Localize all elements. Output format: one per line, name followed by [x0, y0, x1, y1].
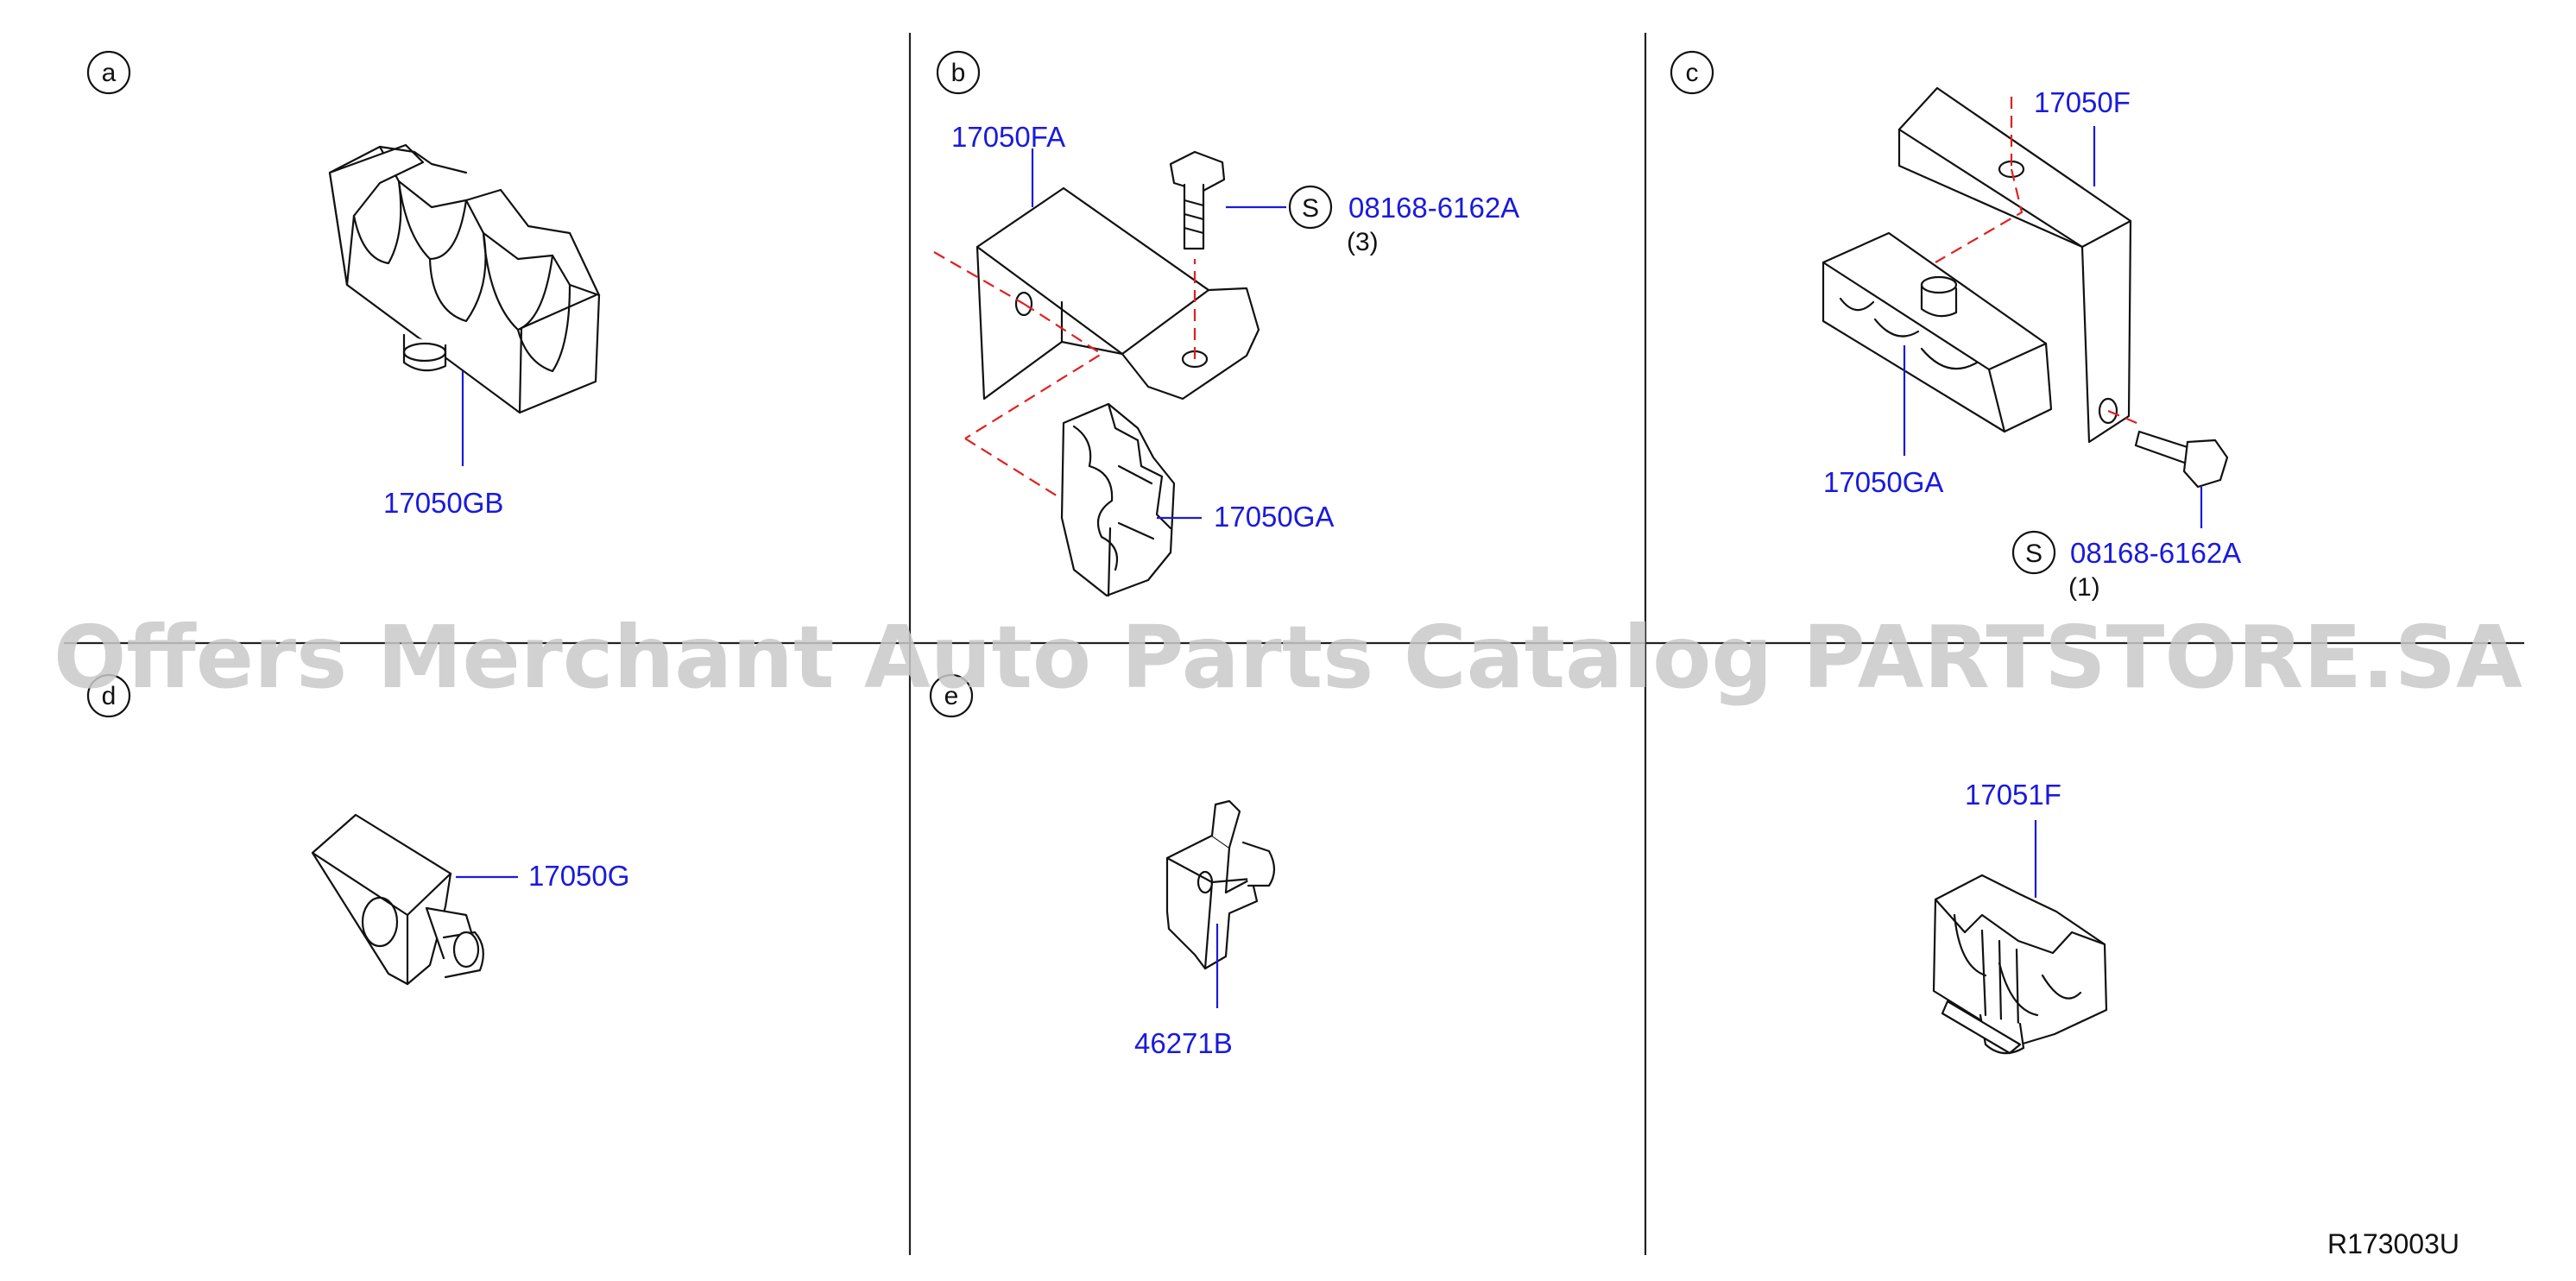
bolt-drawing: [1169, 150, 1226, 250]
section-letter: b: [951, 59, 966, 87]
bracket-17050F-drawing: [1897, 86, 2142, 444]
bracket-17050FA-drawing: [933, 186, 1260, 500]
section-letter-circle: [936, 50, 981, 95]
standard-part-symbol-circle: [1288, 185, 1333, 230]
section-a: a 17050GB: [86, 50, 601, 519]
clip-17050GA-b-drawing: [1060, 402, 1176, 597]
section-letter: a: [102, 59, 117, 87]
section-e: e 46271B: [929, 673, 1276, 1059]
standard-part-symbol: S: [1302, 194, 1319, 223]
section-letter: d: [102, 682, 117, 710]
standard-part-symbol-circle: [2011, 530, 2056, 575]
part-number-17050G[interactable]: 17050G: [528, 860, 629, 892]
section-letter-circle: [86, 673, 131, 718]
clip-17050GB-drawing: [328, 143, 601, 414]
bolt-c-drawing: [2134, 430, 2229, 489]
section-letter-circle: [929, 673, 974, 718]
diagram-code: R173003U: [2327, 1228, 2459, 1259]
section-d: d 17050G: [86, 673, 629, 986]
grid-lines: [64, 33, 2524, 1255]
quantity-label-c: (1): [2068, 573, 2100, 602]
part-number-17050GA-c[interactable]: 17050GA: [1823, 466, 1943, 498]
section-b: b 17050FA S 08168-6162A (3): [933, 50, 1519, 597]
section-f: 17051F: [1932, 779, 2108, 1055]
part-number-17050F[interactable]: 17050F: [2034, 86, 2131, 118]
quantity-label-b: (3): [1347, 228, 1379, 256]
grommet-17050G-drawing: [311, 813, 484, 986]
part-number-17050FA[interactable]: 17050FA: [951, 121, 1065, 153]
part-number-17051F[interactable]: 17051F: [1965, 779, 2061, 811]
section-letter-circle: [1670, 50, 1714, 95]
part-number-17050GA-b[interactable]: 17050GA: [1214, 501, 1334, 533]
clip-46271B-drawing: [1165, 799, 1276, 970]
clip-17050GA-c-drawing: [1822, 231, 2053, 433]
part-number-08168-6162A-b[interactable]: 08168-6162A: [1348, 192, 1519, 224]
section-c: c 17050F 17050GA S: [1670, 50, 2241, 602]
clip-17051F-drawing: [1932, 874, 2108, 1055]
section-letter: c: [1686, 59, 1699, 87]
part-number-08168-6162A-c[interactable]: 08168-6162A: [2070, 537, 2241, 569]
part-number-17050GB[interactable]: 17050GB: [383, 487, 503, 519]
watermark-text: Offers Merchant Auto Parts Catalog PARTS…: [54, 607, 2522, 708]
section-letter-circle: [86, 50, 131, 95]
standard-part-symbol: S: [2025, 540, 2042, 568]
section-letter: e: [944, 682, 959, 710]
part-number-46271B[interactable]: 46271B: [1134, 1027, 1233, 1059]
